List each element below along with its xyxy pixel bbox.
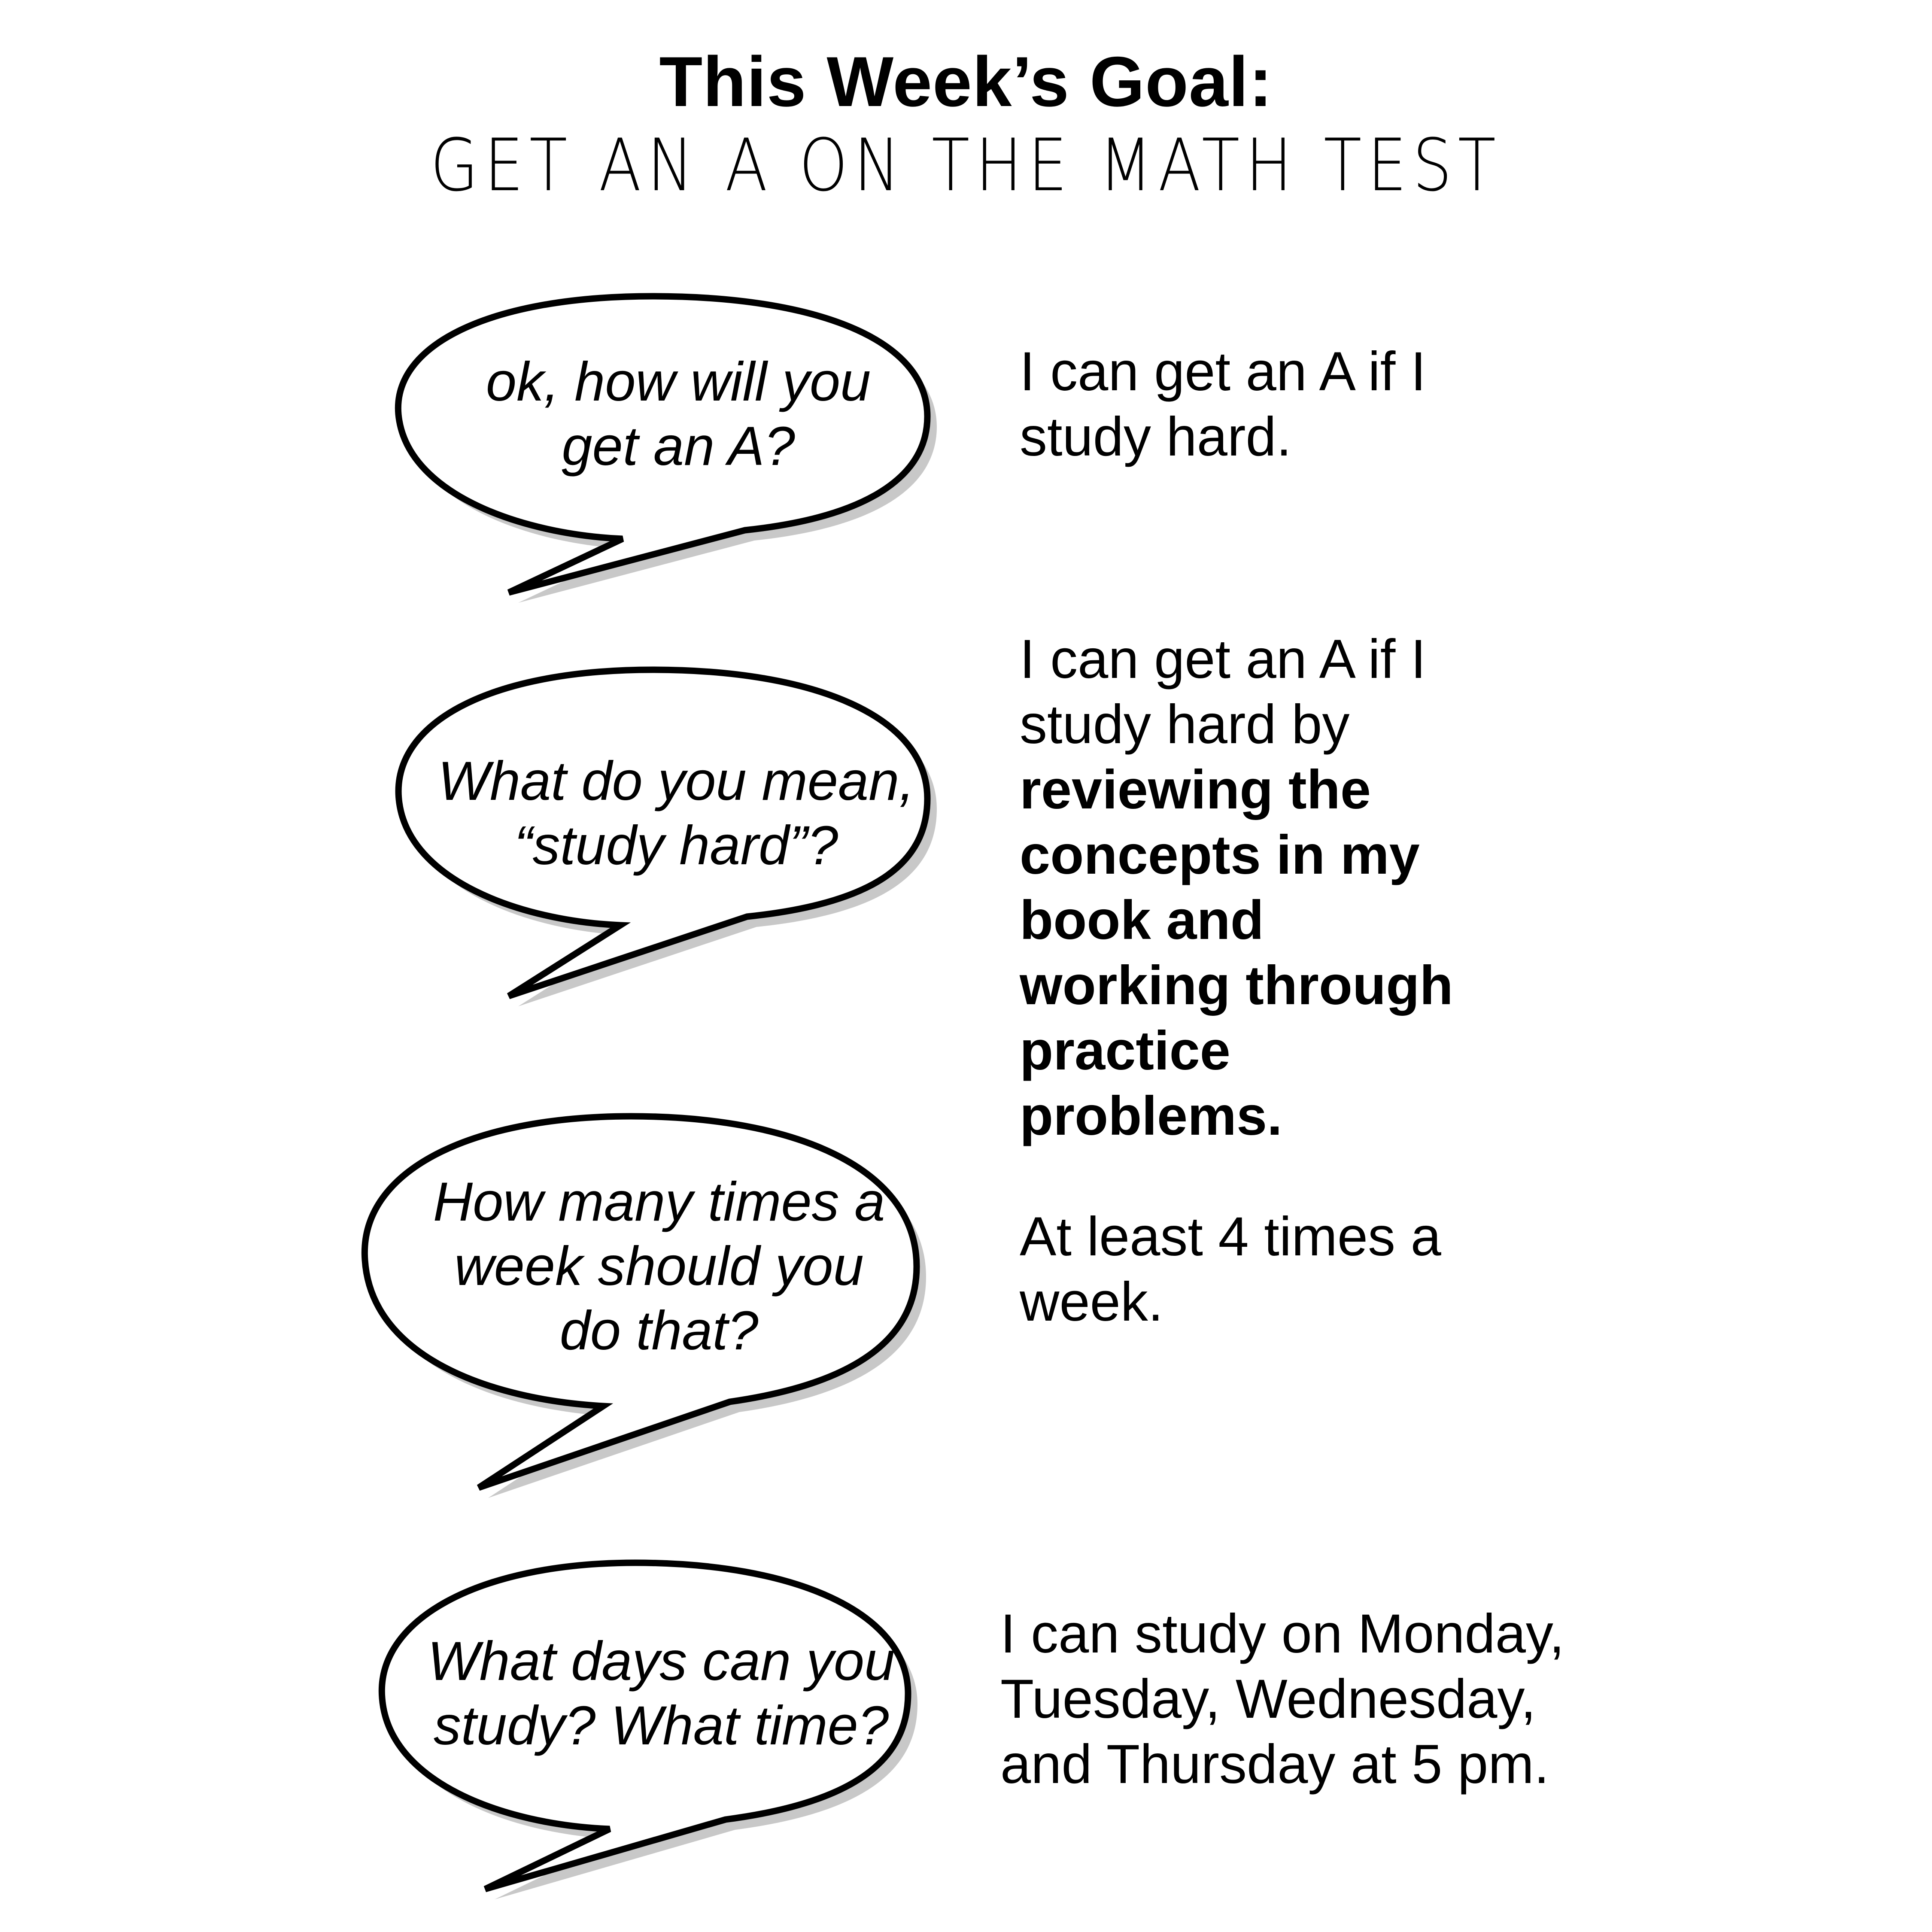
answer-2: I can get an A if I study hard by review… [1020,627,1470,1149]
question-4: What days can you study? What time? [427,1631,895,1756]
speech-bubble-3 [361,1113,926,1498]
goal-subtitle: GET AN A ON THE MATH TEST [430,123,1502,207]
answer-3: At least 4 times a week. [1020,1206,1441,1333]
answer-4: I can study on Monday, Tuesday, Wednesda… [1000,1603,1564,1795]
answer-1: I can get an A if I study hard. [1020,341,1426,468]
answer-2-plain: I can get an A if I study hard by [1020,629,1426,755]
question-3: How many times a week should you do that… [433,1171,885,1361]
question-1: ok, how will you get an A? [486,351,871,477]
speech-bubble-4 [378,1559,918,1899]
answer-2-bold: reviewing the concepts in my book and wo… [1020,759,1453,1147]
page-title: This Week’s Goal: [659,42,1273,121]
speech-bubble-1 [395,293,937,603]
question-2: What do you mean, “study hard”? [438,750,914,876]
speech-bubble-2 [395,666,937,1006]
